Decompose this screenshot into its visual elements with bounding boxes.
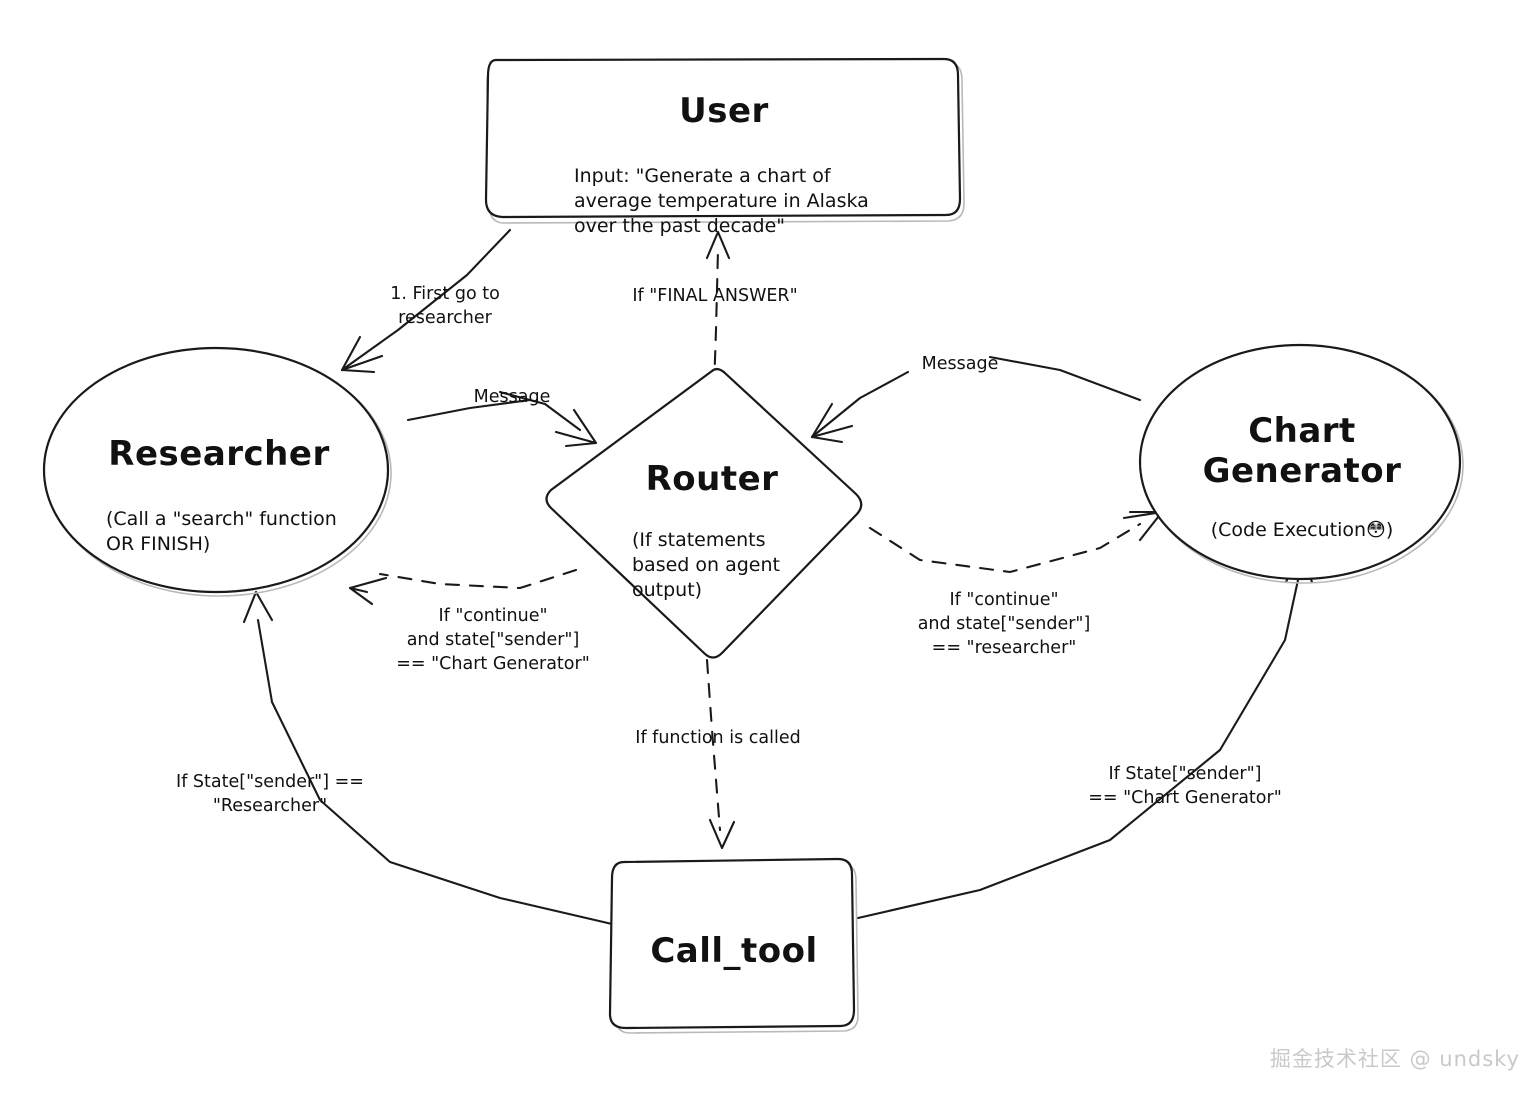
node-shape-calltool[interactable] — [608, 857, 859, 1034]
edge-calltool-to-researcher — [242, 590, 614, 926]
node-shape-router[interactable] — [545, 367, 863, 659]
edge-router-to-user — [705, 230, 731, 390]
edge-router-to-calltool — [705, 658, 736, 850]
watermark: 掘金技术社区 @ undsky — [1269, 1047, 1520, 1071]
edge-user-to-researcher — [340, 228, 512, 374]
node-shape-user[interactable] — [484, 57, 965, 224]
node-shape-chartgenerator[interactable] — [1138, 343, 1464, 584]
edge-researcher-to-router — [406, 390, 598, 448]
edge-router-to-researcher — [348, 568, 578, 606]
edge-chartgen-to-router — [810, 355, 1142, 444]
node-shape-researcher[interactable] — [42, 346, 392, 597]
